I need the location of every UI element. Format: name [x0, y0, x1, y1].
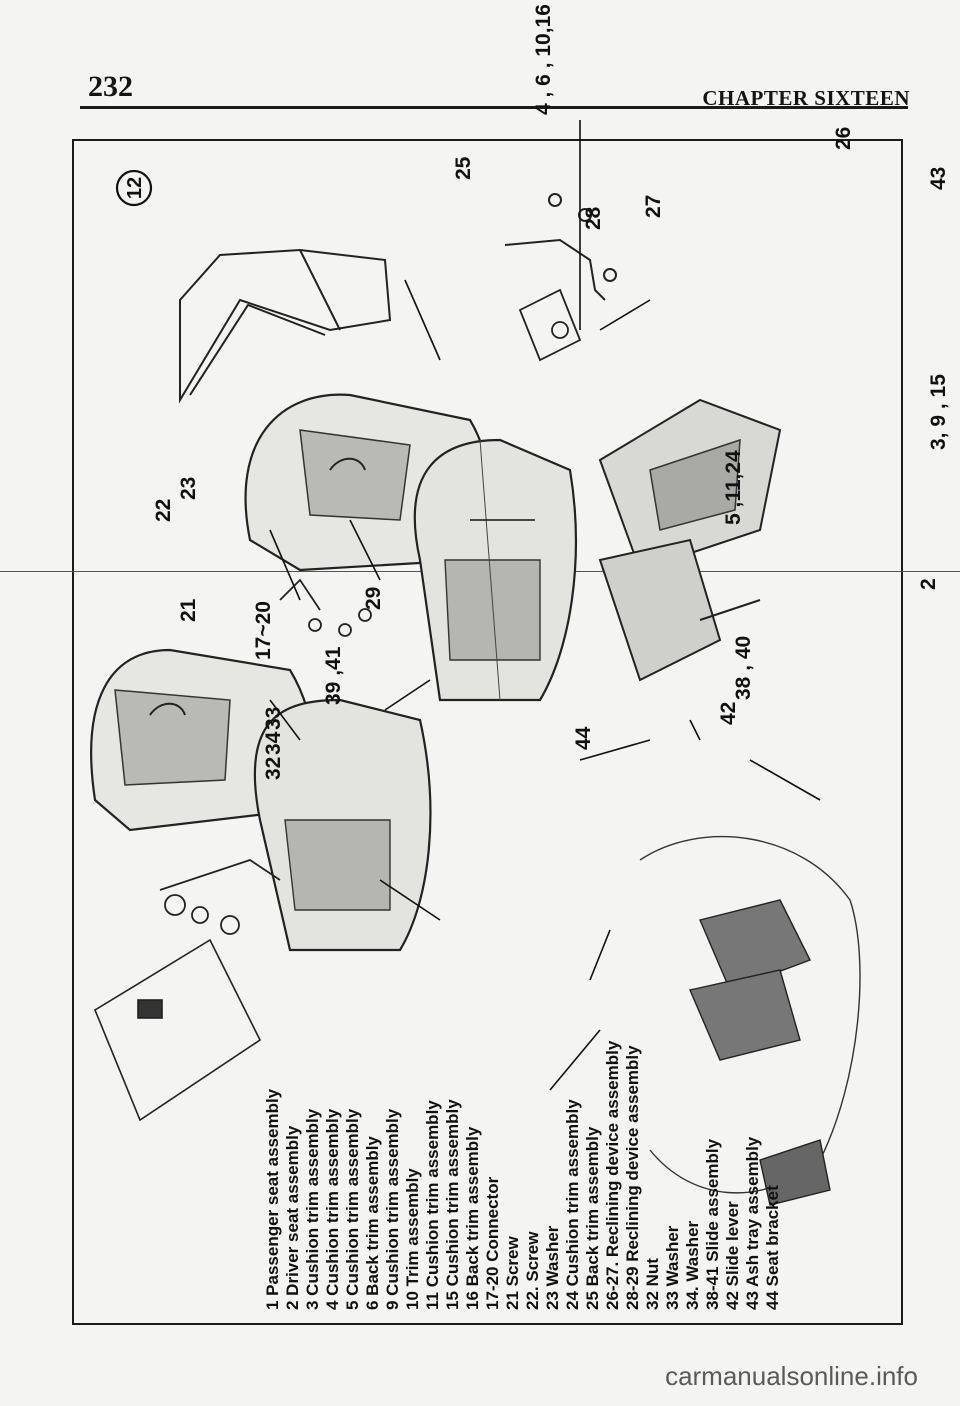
callout-2: 2	[917, 578, 940, 590]
page-number: 232	[88, 70, 133, 103]
callout-42: 42	[717, 702, 740, 725]
callout-26: 26	[832, 127, 855, 150]
left-seat-cushion-illustration	[253, 698, 432, 952]
callout-5-11-24: 5 ,11,24	[722, 450, 745, 525]
legend-item: 9 Cushion trim assembly	[383, 1108, 402, 1310]
callout-43: 43	[927, 167, 950, 190]
backrest-frame-illustration	[179, 248, 392, 404]
legend-item: 11 Cushion trim assembly	[423, 1100, 442, 1310]
callout-29: 29	[362, 587, 385, 610]
parts-legend: 1 Passenger seat assembly 2 Driver seat …	[263, 1040, 782, 1310]
callout-21: 21	[177, 598, 200, 622]
legend-item: 22. Screw	[523, 1231, 542, 1310]
legend-item: 21 Screw	[503, 1236, 522, 1310]
callout-labels: 4 , 6 , 10,16 25 28 27 26 43 3, 9 , 15 5…	[152, 4, 950, 780]
legend-item: 24 Cushion trim assembly	[563, 1099, 582, 1310]
slide-assembly-illustration	[598, 398, 782, 682]
legend-item: 16 Back trim assembly	[463, 1126, 482, 1310]
callout-22: 22	[152, 499, 175, 522]
callout-33: 33	[262, 707, 285, 730]
callout-17-20: 17~20	[252, 601, 275, 660]
legend-item: 32 Nut	[643, 1258, 662, 1310]
legend-item: 3 Cushion trim assembly	[303, 1108, 322, 1310]
ash-tray-illustration	[94, 938, 262, 1122]
callout-3-9-15: 3, 9 , 15	[927, 374, 950, 450]
legend-item: 33 Washer	[663, 1225, 682, 1310]
legend-item: 1 Passenger seat assembly	[263, 1088, 282, 1310]
legend-item: 38-41 Slide assembly	[703, 1138, 722, 1310]
callout-39-41: 39 ,41	[322, 646, 345, 705]
figure-number-badge: 12	[115, 169, 153, 207]
legend-item: 28-29 Reclining device assembly	[623, 1045, 642, 1310]
legend-item: 6 Back trim assembly	[363, 1136, 382, 1310]
car-interior-inset-illustration	[639, 836, 861, 1206]
legend-item: 4 Cushion trim assembly	[323, 1108, 342, 1310]
legend-item: 34. Washer	[683, 1220, 702, 1310]
callout-32: 32	[262, 757, 285, 780]
callout-28: 28	[582, 206, 605, 230]
right-seat-cushion-illustration	[413, 438, 577, 702]
connector-bracket-illustration	[504, 193, 617, 301]
callout-27: 27	[642, 195, 665, 218]
figure-frame	[72, 139, 903, 1325]
callout-4-6-10-16: 4 , 6 , 10,16	[532, 4, 555, 115]
legend-item: 2 Driver seat assembly	[283, 1125, 302, 1310]
legend-item: 23 Washer	[543, 1225, 562, 1310]
footer-watermark[interactable]: carmanualsonline.info	[665, 1361, 918, 1391]
legend-item: 25 Back trim assembly	[583, 1126, 602, 1310]
callout-34: 34	[262, 731, 285, 755]
legend-item: 17-20 Connector	[483, 1176, 502, 1310]
callout-leader-lines	[269, 120, 821, 1091]
legend-item: 42 Slide lever	[723, 1201, 742, 1310]
reclining-device-hardware	[159, 288, 582, 935]
legend-item: 43 Ash tray assembly	[743, 1136, 762, 1310]
callout-44: 44	[572, 726, 595, 750]
callout-38-40: 38 , 40	[732, 636, 755, 700]
figure-number: 12	[124, 177, 146, 199]
legend-item: 10 Trim assembly	[403, 1168, 422, 1310]
callout-23: 23	[177, 477, 200, 500]
callout-25: 25	[452, 156, 475, 180]
legend-item: 5 Cushion trim assembly	[343, 1108, 362, 1310]
legend-item: 15 Cushion trim assembly	[443, 1099, 462, 1310]
legend-item: 44 Seat bracket	[763, 1185, 782, 1310]
legend-item: 26-27. Reclining device assembly	[603, 1040, 622, 1310]
header-rule	[80, 106, 908, 109]
